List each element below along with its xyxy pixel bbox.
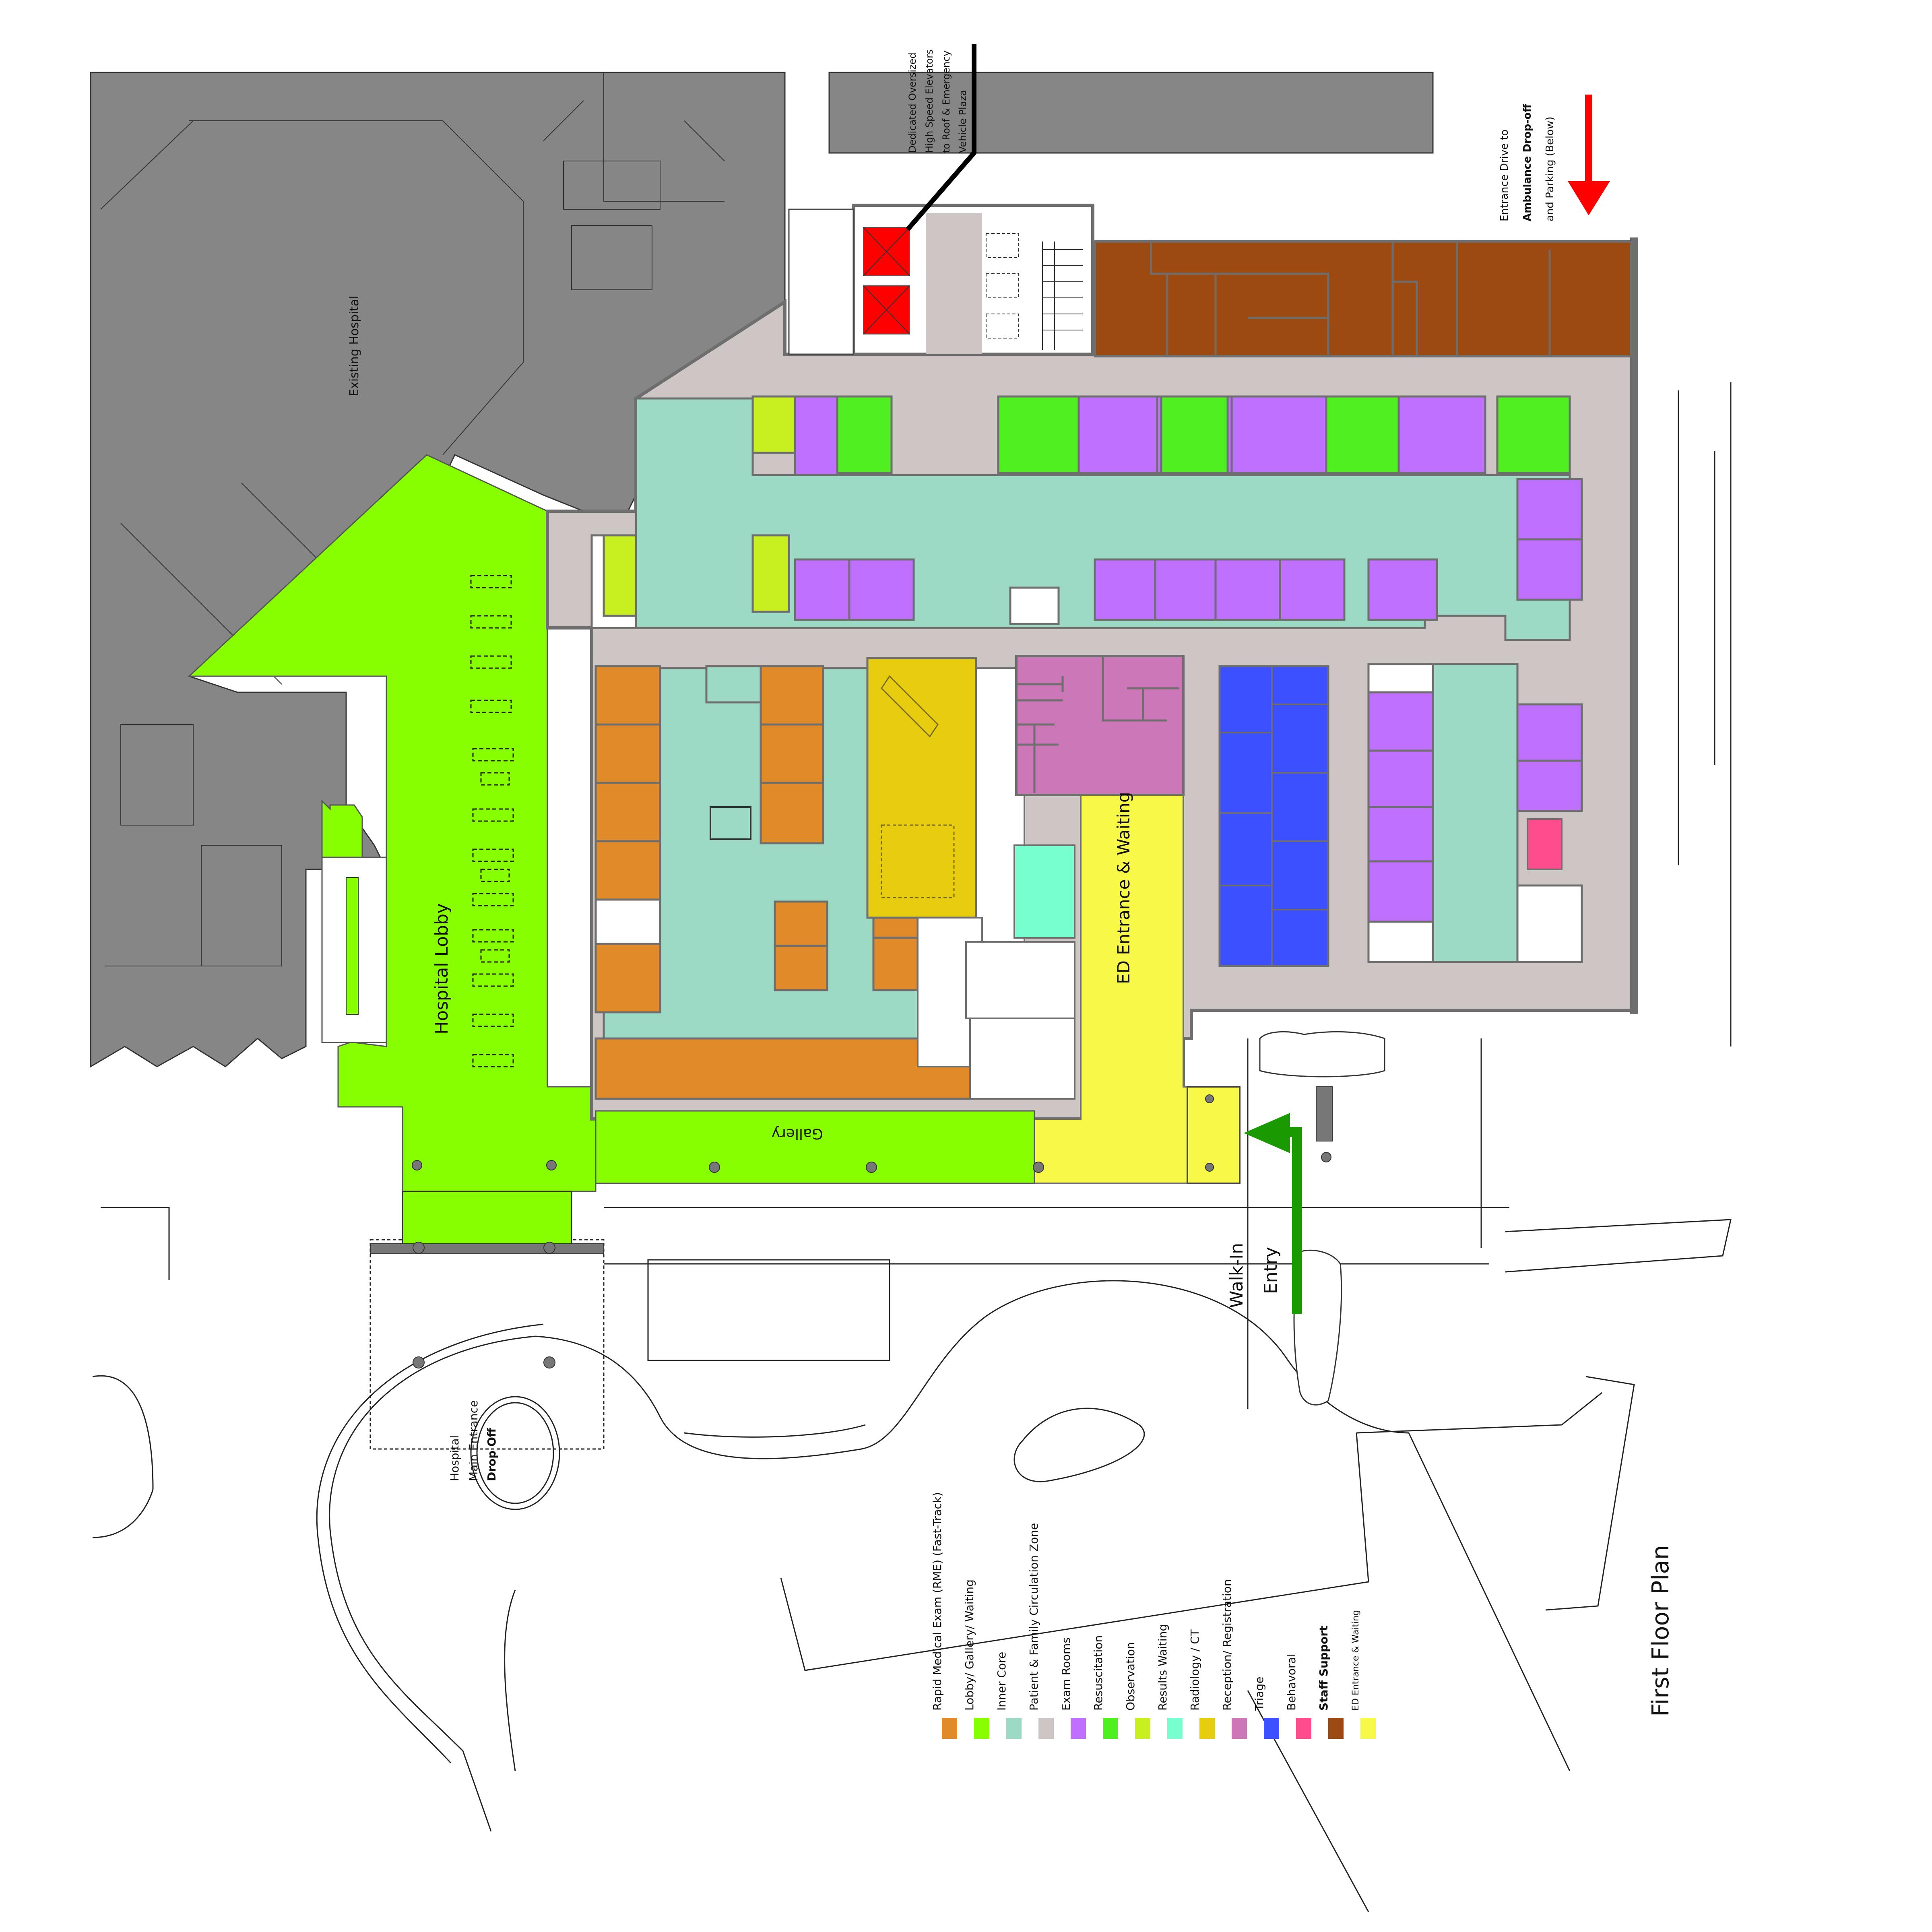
legend-label: Triage xyxy=(1253,1676,1266,1711)
legend-item-resuscitation: Resuscitation xyxy=(1092,1530,1119,1739)
east-exam-rooms xyxy=(1367,691,1583,923)
ambulance-callout-line-1: Entrance Drive to xyxy=(1499,129,1511,221)
ambulance-callout-line-2: Ambulance Drop-off xyxy=(1521,104,1534,221)
legend-item-radiology: Radiology / CT xyxy=(1188,1530,1216,1739)
legend-swatch xyxy=(1103,1718,1118,1739)
legend-swatch xyxy=(942,1718,957,1739)
ambulance-arrow-icon xyxy=(1568,95,1610,215)
legend-label: Behavoral xyxy=(1285,1653,1298,1711)
legend-label: Reception/ Registration xyxy=(1220,1579,1234,1711)
elevator-callout-line-2: High Speed Elevators xyxy=(924,49,935,153)
legend-item-ed-entrance: ED Entrance & Waiting xyxy=(1351,1530,1377,1739)
walk-in-arrow-icon xyxy=(1244,1113,1302,1314)
legend-item-triage: Triage xyxy=(1253,1530,1280,1739)
elevator-corridor xyxy=(926,213,982,354)
existing-hospital-block xyxy=(90,72,1434,1068)
legend-label: Results Waiting xyxy=(1156,1624,1169,1711)
hospital-lobby-label: Hospital Lobby xyxy=(431,903,452,1034)
ambulance-callout-line-3: and Parking (Below) xyxy=(1544,116,1556,221)
ed-entrance-label: ED Entrance & Waiting xyxy=(1114,792,1133,984)
elevator-callout-line xyxy=(906,44,976,231)
legend-swatch xyxy=(1264,1718,1279,1739)
legend-label: Patient & Family Circulation Zone xyxy=(1027,1523,1040,1711)
legend-label: Staff Support xyxy=(1317,1625,1330,1711)
legend-swatch xyxy=(1232,1718,1247,1739)
walk-in-label: Walk-In xyxy=(1226,1243,1247,1308)
page-title: First Floor Plan xyxy=(1647,1545,1674,1717)
legend-item-results-waiting: Results Waiting xyxy=(1156,1530,1183,1739)
legend-swatch xyxy=(1071,1718,1086,1739)
entry-label: Entry xyxy=(1261,1247,1281,1294)
lobby-vestibule xyxy=(402,1191,572,1249)
legend-item-exam-rooms: Exam Rooms xyxy=(1059,1530,1087,1739)
legend-label: Exam Rooms xyxy=(1059,1637,1073,1711)
legend-label: Observation xyxy=(1124,1642,1137,1711)
east-inner-core xyxy=(1432,663,1519,963)
radiology-area xyxy=(866,657,977,919)
legend-label: Radiology / CT xyxy=(1188,1629,1201,1711)
results-waiting-area xyxy=(1013,844,1075,939)
legend-swatch xyxy=(1006,1718,1022,1739)
legend-swatch xyxy=(1360,1718,1376,1739)
color-legend: Rapid Medical Exam (RME) (Fast-Track) Lo… xyxy=(931,1492,1405,1739)
legend-item-lobby: Lobby/ Gallery/ Waiting xyxy=(963,1530,990,1739)
legend-label: Resuscitation xyxy=(1092,1635,1105,1711)
landscape xyxy=(1259,1031,1385,1406)
site-linework xyxy=(92,314,1732,1912)
legend-swatch xyxy=(1328,1718,1344,1739)
elevator-callout-line-4: Vehicle Plaza xyxy=(957,90,968,153)
dropoff-line-1: Hospital xyxy=(448,1435,461,1481)
legend-item-reception: Reception/ Registration xyxy=(1220,1530,1248,1739)
legend-label: ED Entrance & Waiting xyxy=(1351,1610,1361,1711)
legend-label: Rapid Medical Exam (RME) (Fast-Track) xyxy=(931,1492,944,1711)
legend-label: Inner Core xyxy=(995,1651,1008,1711)
north-lower-row xyxy=(794,478,1583,625)
triage-area xyxy=(1218,665,1329,967)
reception-area xyxy=(1015,655,1185,796)
legend-item-rme: Rapid Medical Exam (RME) (Fast-Track) xyxy=(931,1492,958,1739)
legend-swatch xyxy=(1038,1718,1054,1739)
legend-label: Lobby/ Gallery/ Waiting xyxy=(963,1579,976,1711)
elevator-lobby xyxy=(788,208,854,355)
gallery-label: Gallery xyxy=(771,1125,823,1142)
legend-swatch xyxy=(1296,1718,1311,1739)
legend-swatch xyxy=(974,1718,989,1739)
elevator-callout-line-1: Dedicated Oversized xyxy=(907,52,918,153)
existing-hospital-label: Existing Hospital xyxy=(347,295,361,396)
north-exam-row xyxy=(751,395,1571,482)
legend-item-staff-support: Staff Support xyxy=(1317,1530,1344,1739)
staff-support-area xyxy=(1094,240,1635,357)
legend-item-behavioral: Behavoral xyxy=(1285,1530,1312,1739)
dropoff-line-3: Drop Off xyxy=(485,1428,498,1481)
legend-item-inner-core: Inner Core xyxy=(995,1530,1022,1739)
dropoff-line-2: Main Entrance xyxy=(467,1400,480,1481)
legend-item-observation: Observation xyxy=(1124,1530,1151,1739)
gallery-area xyxy=(595,1110,1035,1184)
legend-swatch xyxy=(1167,1718,1183,1739)
legend-item-circulation: Patient & Family Circulation Zone xyxy=(1027,1523,1055,1739)
lobby-seating xyxy=(470,575,514,1067)
behavioral-room xyxy=(1527,818,1563,870)
legend-swatch xyxy=(1199,1718,1215,1739)
elevator-callout-line-3: to Roof & Emergency xyxy=(941,50,952,153)
legend-swatch xyxy=(1135,1718,1150,1739)
